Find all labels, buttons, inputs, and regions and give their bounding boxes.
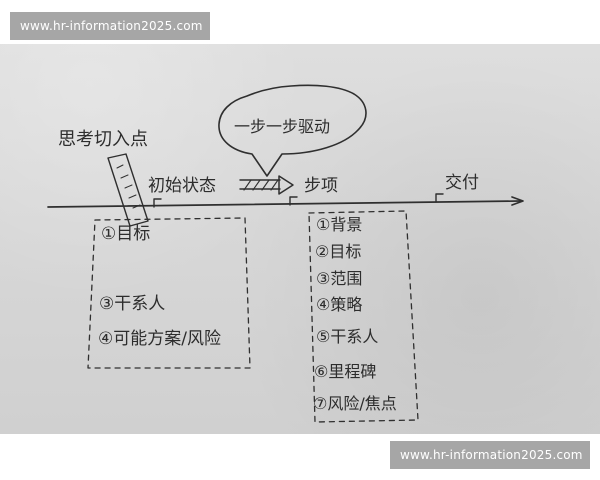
initial-state-label: 初始状态 [148,176,216,196]
timeline-arrowhead [511,196,524,206]
entry-point-hatch [116,164,141,209]
right-item-2: ②目标 [315,242,361,261]
bottom-watermark: www.hr-information2025.com [390,441,590,469]
top-watermark: www.hr-information2025.com [10,12,210,40]
milestone-marker [289,196,298,206]
speech-bubble [218,84,367,177]
right-dashed-box [308,210,419,423]
milestone-label: 步项 [304,176,338,196]
right-box-list: ①背景 ②目标 ③范围 ④策略 ⑤干系人 ⑥里程碑 ⑦风险/焦点 [313,215,397,413]
right-item-3: ③范围 [316,269,362,288]
right-item-4: ④策略 [316,295,362,314]
right-item-6: ⑥里程碑 [314,362,376,381]
timeline-line [47,200,522,208]
delivery-marker [435,193,444,203]
right-item-1: ①背景 [316,215,362,234]
left-item-3: ④可能方案/风险 [98,329,221,349]
left-dashed-box [87,217,251,369]
right-item-7: ⑦风险/焦点 [313,394,397,413]
progress-arrow-hatch [243,179,279,191]
entry-point-bar [107,153,149,227]
right-item-5: ⑤干系人 [316,327,378,346]
progress-arrow-head [278,175,294,195]
bubble-label: 一步一步驱动 [234,117,330,136]
initial-state-marker [153,198,162,208]
left-item-2: ③干系人 [99,294,165,314]
delivery-label: 交付 [445,173,479,193]
entry-point-label: 思考切入点 [58,129,148,150]
sketch-paper [0,44,600,434]
left-item-1: ①目标 [101,224,150,244]
